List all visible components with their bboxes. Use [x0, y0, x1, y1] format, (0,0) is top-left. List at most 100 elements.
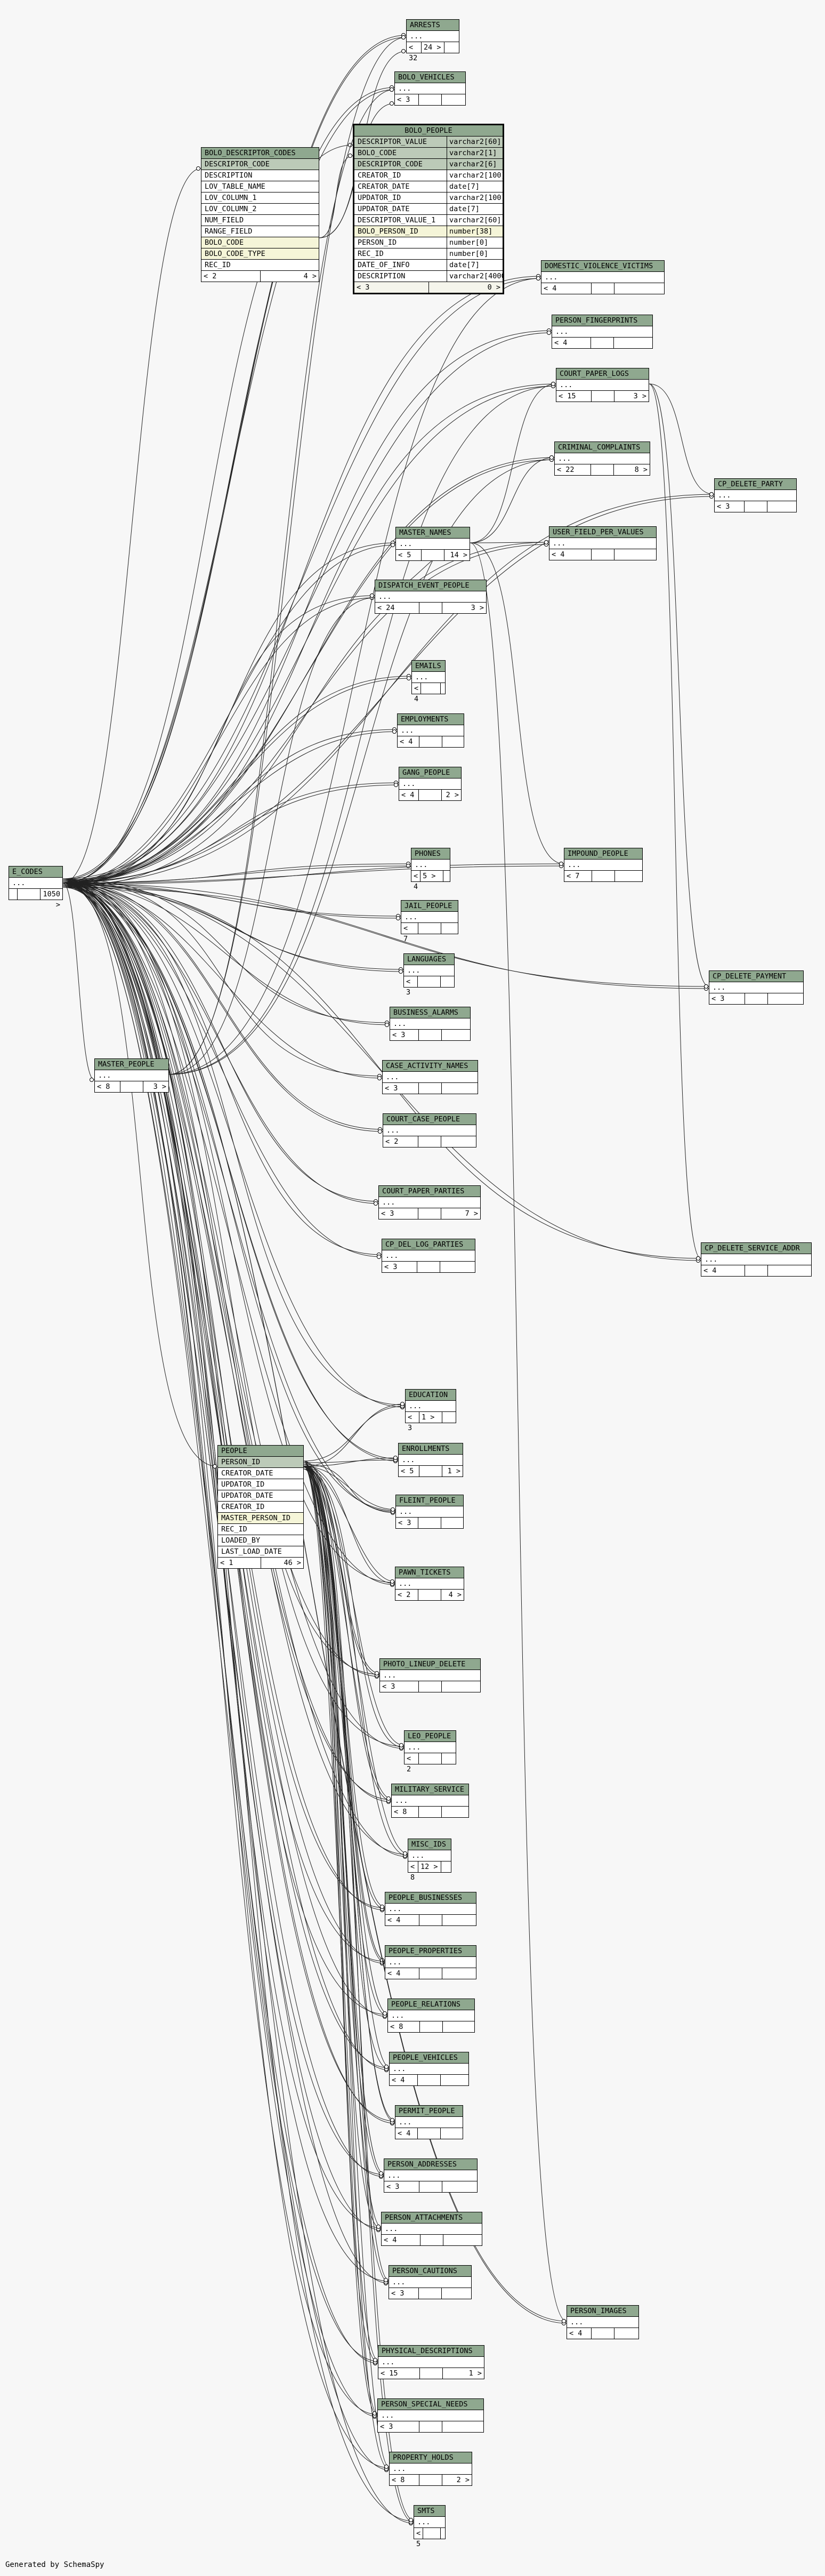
column-type: date[7]: [447, 204, 503, 214]
generator-footer: Generated by SchemaSpy: [5, 2561, 104, 2569]
table-e-codes[interactable]: E_CODES...1050 >: [9, 866, 63, 909]
child-count: [419, 1968, 442, 1979]
table-person-attachments[interactable]: PERSON_ATTACHMENTS...< 4: [381, 2212, 482, 2246]
table-fleint-people[interactable]: FLEINT_PEOPLE...< 3: [395, 1495, 464, 1529]
column-ellipsis: ...: [399, 779, 461, 790]
table-title: PEOPLE_VEHICLES: [390, 2052, 468, 2064]
table-domestic-violence-victims[interactable]: DOMESTIC_VIOLENCE_VICTIMS...< 4: [541, 260, 665, 294]
table-impound-people[interactable]: IMPOUND_PEOPLE...< 7: [564, 848, 643, 882]
table-cp-delete-party[interactable]: CP_DELETE_PARTY...< 3: [714, 478, 797, 512]
column-name: NUM_FIELD: [205, 216, 244, 224]
table-court-case-people[interactable]: COURT_CASE_PEOPLE...< 2: [383, 1113, 476, 1147]
table-bolo-vehicles[interactable]: BOLO_VEHICLES...< 3: [394, 71, 466, 106]
parent-count: < 4: [399, 790, 419, 800]
table-title: EMAILS: [412, 661, 445, 672]
table-footer: < 2 4 >: [201, 271, 319, 282]
column-type: varchar2[6]: [447, 159, 503, 170]
child-count: 1 >: [419, 1412, 442, 1423]
table-person-fingerprints[interactable]: PERSON_FINGERPRINTS...< 4: [552, 315, 653, 349]
table-people-properties[interactable]: PEOPLE_PROPERTIES...< 4: [385, 1945, 476, 1979]
table-photo-lineup-delete[interactable]: PHOTO_LINEUP_DELETE...< 3: [379, 1658, 481, 1692]
child-count: [419, 736, 442, 747]
table-people-relations[interactable]: PEOPLE_RELATIONS...< 8: [387, 1999, 475, 2033]
relationship-endpoint: [407, 676, 411, 680]
table-cp-delete-service-addr[interactable]: CP_DELETE_SERVICE_ADDR...< 4: [701, 1242, 812, 1277]
parent-count: < 3: [404, 976, 418, 997]
table-footer: < 3 0 >: [354, 282, 503, 293]
parent-count: < 3: [395, 94, 419, 105]
relationship-line: [319, 155, 353, 238]
table-cp-del-log-parties[interactable]: CP_DEL_LOG_PARTIES...< 3: [382, 1239, 475, 1273]
table-people-vehicles[interactable]: PEOPLE_VEHICLES...< 4: [389, 2052, 469, 2086]
relationship-line: [470, 383, 556, 543]
table-case-activity-names[interactable]: CASE_ACTIVITY_NAMES...< 3: [382, 1060, 478, 1094]
table-title: BOLO_PEOPLE: [354, 125, 503, 137]
column-type: number[0]: [447, 248, 503, 259]
parent-count: < 4: [382, 2235, 420, 2245]
table-smts[interactable]: SMTS...< 5: [414, 2505, 446, 2548]
relationship-line: [649, 383, 715, 495]
table-business-alarms[interactable]: BUSINESS_ALARMS...< 3: [390, 1007, 471, 1041]
table-jail-people[interactable]: JAIL_PEOPLE...< 7: [401, 900, 458, 943]
table-title: PERSON_CAUTIONS: [389, 2266, 471, 2277]
table-footer: < 4: [398, 736, 464, 747]
child-count: [441, 2528, 445, 2539]
child-count: [442, 1083, 478, 1094]
table-person-addresses[interactable]: PERSON_ADDRESSES...< 3: [384, 2158, 478, 2193]
column-ellipsis: ...: [396, 1506, 463, 1518]
table-footer: < 4: [390, 2075, 468, 2085]
table-row: PERSON_ID: [218, 1457, 303, 1468]
relationship-line: [168, 459, 555, 1075]
table-footer: < 3: [383, 1083, 478, 1094]
table-user-field-per-values[interactable]: USER_FIELD_PER_VALUES...< 4: [549, 526, 657, 560]
table-footer: < 4: [701, 1265, 811, 1276]
table-military-service[interactable]: MILITARY_SERVICE...< 8: [391, 1784, 469, 1818]
child-count: [418, 976, 441, 987]
relationship-endpoint: [401, 49, 406, 53]
child-count: [418, 1208, 441, 1219]
table-employments[interactable]: EMPLOYMENTS...< 4: [397, 713, 464, 748]
child-count: [443, 871, 450, 881]
table-person-cautions[interactable]: PERSON_CAUTIONS...< 3: [389, 2265, 472, 2299]
table-languages[interactable]: LANGUAGES...< 3: [403, 953, 455, 997]
relationship-line: [303, 1466, 380, 1674]
parent-count: < 4: [541, 283, 592, 294]
table-footer: < 3: [378, 2421, 483, 2432]
table-title: COURT_PAPER_LOGS: [556, 368, 649, 380]
relationship-endpoint: [379, 2171, 383, 2176]
table-people-businesses[interactable]: PEOPLE_BUSINESSES...< 4: [385, 1892, 476, 1926]
parent-count: < 3: [709, 993, 745, 1004]
table-emails[interactable]: EMAILS...< 4: [411, 660, 446, 703]
table-footer: < 8: [392, 1807, 468, 1817]
table-row: REC_ID: [201, 260, 319, 271]
table-permit-people[interactable]: PERMIT_PEOPLE...< 4: [395, 2105, 463, 2139]
child-count: [442, 2181, 477, 2192]
table-leo-people[interactable]: LEO_PEOPLE...< 2: [404, 1730, 456, 1773]
relationship-line: [470, 542, 549, 543]
table-person-images[interactable]: PERSON_IMAGES...< 4: [567, 2305, 639, 2339]
table-cp-delete-payment[interactable]: CP_DELETE_PAYMENT...< 3: [709, 970, 804, 1005]
table-person-special-needs[interactable]: PERSON_SPECIAL_NEEDS...< 3: [377, 2398, 484, 2433]
